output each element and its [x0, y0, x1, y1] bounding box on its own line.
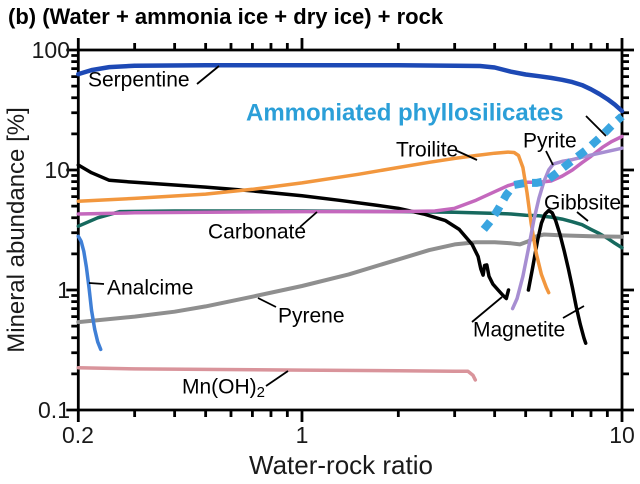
label-troilite: Troilite [396, 139, 458, 162]
series-line-ammoniated-phyllosilicates [480, 113, 625, 232]
label-pyrene: Pyrene [278, 305, 345, 328]
series-line-pyrene [76, 232, 624, 325]
series-line-troilite [76, 150, 551, 295]
x-tick-label-10: 10 [609, 422, 635, 448]
leader-line-carbonate [299, 211, 318, 228]
label-analcime: Analcime [107, 277, 193, 300]
axis-frame-and-ticks [66, 38, 634, 422]
leader-line-troilite [454, 149, 478, 161]
leader-line-magnetite [471, 296, 503, 323]
y-tick-label-100: 100 [32, 37, 70, 63]
label-gibbsite: Gibbsite [544, 192, 621, 215]
axes [66, 38, 634, 422]
leader-line-ammoniated-phyllosilicates [585, 115, 607, 137]
leader-line-gibbsite [576, 211, 589, 222]
x-tick-label-1: 1 [296, 422, 309, 448]
figure-title: (b) (Water + ammonia ice + dry ice) + ro… [8, 4, 444, 29]
leader-line-serpentine [196, 65, 220, 85]
label-mn-oh-2: Mn(OH)2 [182, 376, 265, 401]
x-tick-label-0p2: 0.2 [62, 422, 94, 448]
y-tick-label-0p1: 0.1 [38, 397, 70, 423]
series-line-magnetite-second-branch- [526, 208, 588, 345]
leader-line-pyrite [545, 150, 554, 166]
series-line-magnetite [76, 163, 511, 301]
leader-line-magnetite [562, 305, 585, 319]
label-magnetite: Magnetite [473, 319, 565, 342]
x-axis-title: Water-rock ratio [249, 450, 433, 480]
label-pyrite: Pyrite [523, 130, 577, 153]
y-axis-title: Mineral abundance [%] [3, 107, 30, 352]
leader-line-analcime [88, 282, 105, 285]
series-lines [76, 63, 625, 382]
label-ammoniated-phyllosilicates: Ammoniated phyllosilicates [246, 100, 563, 127]
series-line-analcime [76, 234, 103, 352]
series-line-mn-oh-2 [76, 365, 478, 382]
label-serpentine: Serpentine [88, 69, 190, 92]
series-line-pyrite [510, 146, 624, 311]
leader-line-mn-oh-2 [265, 370, 289, 387]
series-line-serpentine [76, 63, 625, 114]
y-tick-label-1: 1 [57, 277, 70, 303]
y-tick-label-10: 10 [44, 157, 70, 183]
leader-line-pyrene [257, 297, 277, 308]
label-carbonate: Carbonate [208, 221, 306, 244]
